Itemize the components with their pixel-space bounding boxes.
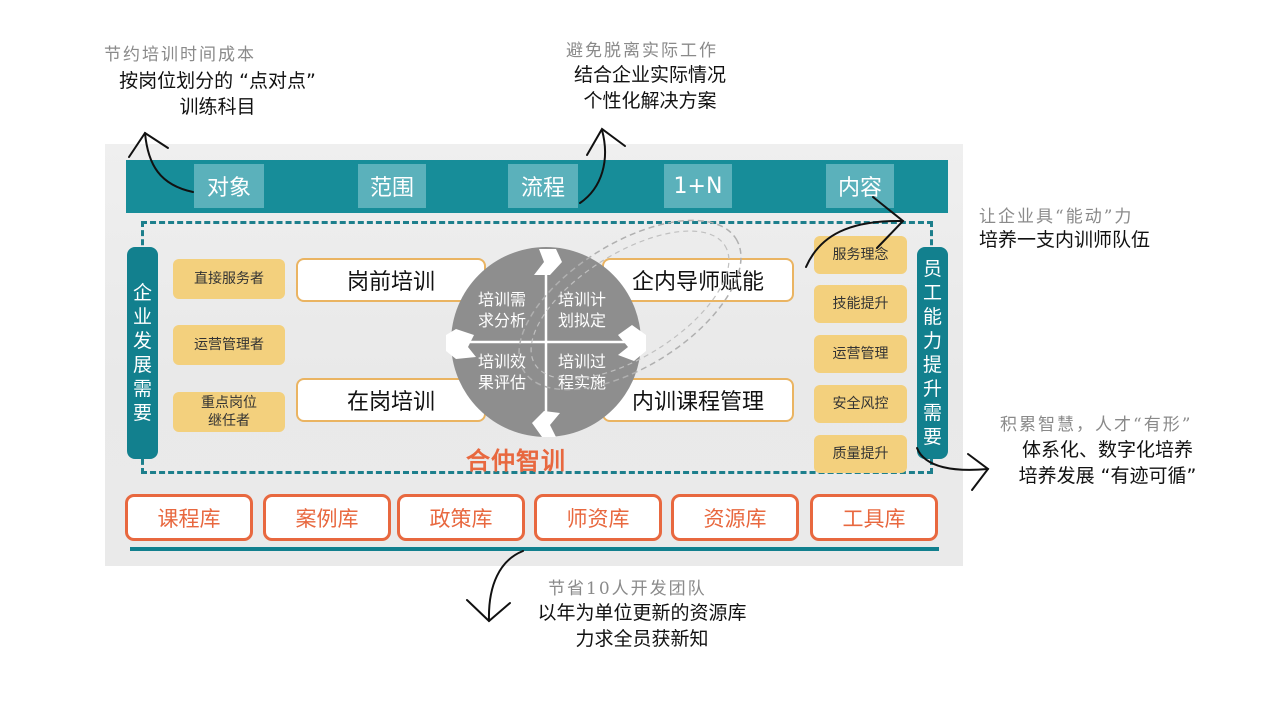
outcome-operations-management: 运营管理: [814, 335, 907, 373]
tab-content: 内容: [826, 164, 894, 208]
annotation-top-center-text: 结合企业实际情况 个性化解决方案: [555, 62, 745, 114]
library-baseline: [130, 547, 939, 551]
annotation-line: 训练科目: [179, 96, 256, 118]
library-case: 案例库: [263, 494, 391, 541]
annotation-top-center-subtitle: 避免脱离实际工作: [566, 41, 718, 61]
left-bar-char: 展: [132, 354, 152, 376]
right-bar-char: 需: [922, 402, 942, 424]
annotation-top-left-subtitle: 节约培训时间成本: [104, 45, 256, 65]
cycle-text: 培训计: [557, 290, 606, 309]
cycle-text: 培训需: [477, 290, 526, 309]
library-faculty: 师资库: [534, 494, 662, 541]
cycle-process-implementation: 培训过 程实施: [550, 351, 614, 393]
left-bar-enterprise-needs: 企 业 发 展 需 要: [127, 247, 158, 459]
library-tool: 工具库: [810, 494, 938, 541]
on-job-training: 在岗培训: [296, 378, 486, 422]
cycle-effect-evaluation: 培训效 果评估: [470, 351, 534, 393]
annotation-right-top-subtitle: 让企业具“能动”力: [979, 207, 1134, 227]
right-bar-char: 工: [922, 282, 942, 304]
chevron-bottom-icon: [532, 411, 560, 437]
brand-logo: 合仲智训: [466, 447, 566, 475]
training-cycle: 培训需 求分析 培训计 划拟定 培训效 果评估 培训过 程实施: [446, 247, 646, 437]
left-bar-char: 业: [132, 306, 152, 328]
tab-object: 对象: [194, 164, 264, 208]
annotation-bottom-text: 以年为单位更新的资源库 力求全员获新知: [522, 600, 762, 652]
right-bar-char: 员: [922, 258, 942, 280]
cycle-circle: [446, 247, 646, 437]
annotation-right-top-text: 培养一支内训师队伍: [979, 227, 1150, 253]
right-bar-char: 要: [922, 426, 942, 448]
arrowhead-right-bottom-icon: [967, 453, 990, 491]
cycle-text: 求分析: [477, 311, 526, 330]
annotation-line: 个性化解决方案: [583, 90, 717, 112]
annotation-line: 以年为单位更新的资源库: [537, 602, 747, 624]
pre-job-training: 岗前培训: [296, 258, 486, 302]
cycle-text: 培训过: [557, 352, 606, 371]
cycle-text: 划拟定: [557, 311, 606, 330]
left-bar-char: 发: [132, 330, 152, 352]
role-key-successor: 重点岗位 继任者: [173, 392, 285, 432]
cycle-text: 程实施: [557, 373, 606, 392]
outcome-safety-risk-control: 安全风控: [814, 385, 907, 423]
left-bar-char: 企: [132, 282, 152, 304]
right-bar-char: 能: [922, 306, 942, 328]
right-bar-employee-needs: 员 工 能 力 提 升 需 要: [917, 247, 948, 459]
annotation-right-bottom-text: 体系化、数字化培养 培养发展 “有迹可循”: [1005, 437, 1210, 489]
annotation-line: 体系化、数字化培养: [1021, 439, 1193, 461]
right-bar-char: 提: [922, 354, 942, 376]
outcome-skill-improvement: 技能提升: [814, 285, 907, 323]
annotation-line: 力求全员获新知: [575, 628, 709, 650]
annotation-line: 按岗位划分的 “点对点”: [119, 70, 316, 92]
annotation-line: 培养一支内训师队伍: [979, 229, 1151, 251]
right-bar-char: 升: [922, 378, 942, 400]
left-bar-char: 需: [132, 378, 152, 400]
tab-scope: 范围: [358, 164, 426, 208]
library-resource: 资源库: [671, 494, 799, 541]
tab-one-plus-n: 1+N: [664, 164, 732, 208]
library-policy: 政策库: [397, 494, 525, 541]
annotation-bottom-subtitle: 节省10人开发团队: [548, 579, 707, 599]
cycle-needs-analysis: 培训需 求分析: [470, 289, 534, 331]
cycle-plan-drafting: 培训计 划拟定: [550, 289, 614, 331]
outcome-quality-improvement: 质量提升: [814, 435, 907, 473]
outcome-service-concept: 服务理念: [814, 236, 907, 274]
arrowhead-bottom-icon: [466, 599, 511, 623]
library-course: 课程库: [125, 494, 253, 541]
right-bar-char: 力: [922, 330, 942, 352]
tab-process: 流程: [508, 164, 578, 208]
role-operations-manager: 运营管理者: [173, 325, 285, 365]
annotation-top-left-text: 按岗位划分的 “点对点” 训练科目: [100, 68, 335, 120]
left-bar-char: 要: [132, 402, 152, 424]
annotation-line: 培养发展 “有迹可循”: [1018, 465, 1197, 487]
annotation-right-bottom-subtitle: 积累智慧，人才“有形”: [1000, 415, 1193, 435]
cycle-text: 培训效: [477, 352, 526, 371]
chevron-left-icon: [446, 329, 476, 359]
cycle-text: 果评估: [477, 373, 526, 392]
role-direct-service: 直接服务者: [173, 259, 285, 299]
annotation-line: 结合企业实际情况: [573, 64, 726, 86]
